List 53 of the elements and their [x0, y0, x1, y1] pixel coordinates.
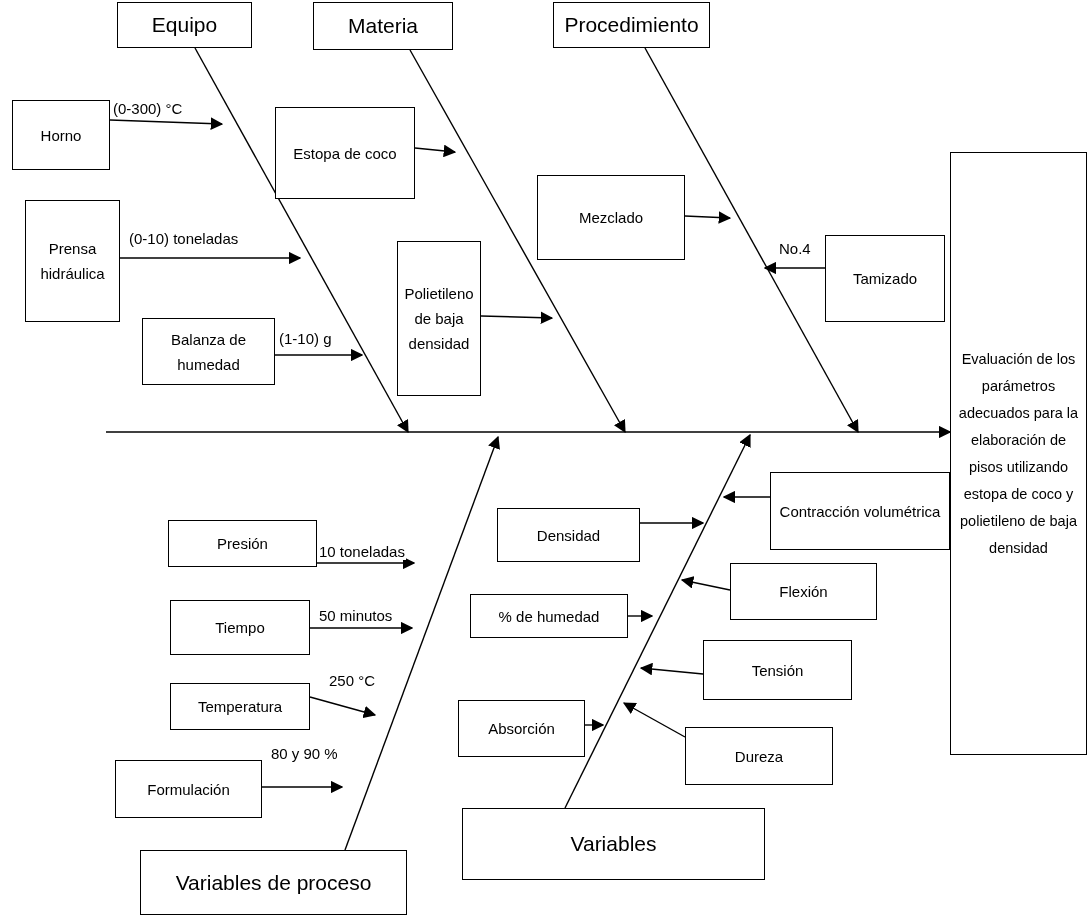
edge-label: 50 minutos [318, 607, 394, 624]
cause-box: Tiempo [170, 600, 310, 655]
edge-label: (0-10) toneladas [128, 230, 240, 247]
cause-box: Temperatura [170, 683, 310, 730]
arrow [309, 696, 377, 719]
cause-box: Mezclado [537, 175, 685, 260]
arrow [316, 556, 416, 570]
cause-box: Prensa hidráulica [25, 200, 120, 322]
cause-box: Tensión [703, 640, 852, 700]
cause-box: % de humedad [470, 594, 628, 638]
arrow [261, 780, 344, 794]
cause-box: Presión [168, 520, 317, 567]
cause-box: Formulación [115, 760, 262, 818]
arrow [274, 348, 364, 362]
arrow [109, 117, 224, 130]
cause-box: Absorción [458, 700, 585, 757]
edge-label: (1-10) g [278, 330, 333, 347]
cause-box: Horno [12, 100, 110, 170]
category-box: Procedimiento [553, 2, 710, 48]
bone-arrow [344, 435, 500, 851]
arrow [414, 144, 457, 158]
cause-box: Flexión [730, 563, 877, 620]
cause-box: Tamizado [825, 235, 945, 322]
arrow [119, 251, 302, 265]
arrow [480, 311, 554, 324]
bone-arrow [194, 47, 409, 434]
edge-label: (0-300) °C [112, 100, 184, 117]
bone-arrow [644, 47, 859, 434]
category-box: Equipo [117, 2, 252, 48]
arrow [639, 516, 705, 530]
arrow [680, 576, 731, 591]
arrow [584, 718, 605, 732]
arrow [622, 702, 686, 738]
category-box: Materia [313, 2, 453, 50]
arrow [627, 609, 654, 623]
cause-box: Contracción volumétrica [770, 472, 950, 550]
cause-box: Estopa de coco [275, 107, 415, 199]
arrow [684, 211, 732, 224]
effect-box: Evaluación de los parámetros adecuados para la elaboración de pisos utilizando estopa de coco y polietileno de baja densidad [950, 152, 1087, 755]
arrow [763, 261, 826, 275]
cause-box: Densidad [497, 508, 640, 562]
cause-box: Dureza [685, 727, 833, 785]
edge-label: 10 toneladas [318, 543, 406, 560]
arrow [722, 490, 771, 504]
arrow [639, 662, 704, 676]
bone-arrow [409, 49, 626, 434]
cause-box: Polietileno de baja densidad [397, 241, 481, 396]
arrow [309, 621, 414, 635]
category-box: Variables de proceso [140, 850, 407, 915]
category-box: Variables [462, 808, 765, 880]
bone-arrow [564, 433, 751, 809]
cause-box: Balanza de humedad [142, 318, 275, 385]
spine-arrow [105, 425, 952, 439]
